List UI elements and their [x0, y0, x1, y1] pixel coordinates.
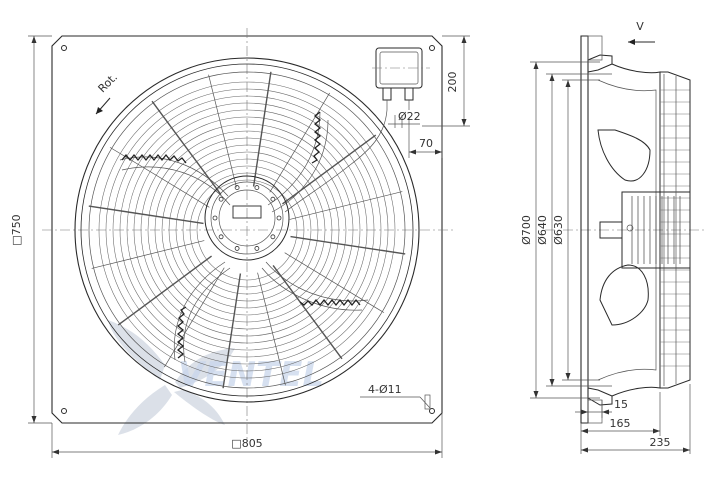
dim-cable-gland-label: Ø22 — [398, 110, 421, 123]
rotation-label: Rot. — [96, 71, 121, 96]
dim-diameter-outer-label: Ø700 — [520, 215, 533, 245]
side-mounting-plate — [580, 35, 589, 424]
terminal-box — [372, 47, 430, 110]
dim-box-height: 200 — [422, 35, 470, 127]
side-blade-lower — [599, 264, 649, 326]
blade-serrations — [121, 111, 361, 359]
motor-fins — [631, 196, 681, 264]
side-blade-upper — [597, 129, 651, 182]
corner-holes — [61, 45, 435, 414]
dim-depth-small-label: 15 — [614, 398, 628, 411]
front-view: Rot. □750 □805 200 — [10, 28, 470, 458]
motor-hub — [204, 175, 290, 261]
watermark-text: VENTEL — [178, 355, 324, 395]
inlet-nozzle — [611, 63, 661, 397]
dim-box-height-label: 200 — [446, 72, 459, 93]
motor-cable — [284, 109, 388, 213]
dim-diameter-mid: Ø640 — [536, 73, 612, 387]
dim-box-offset-label: 70 — [419, 137, 433, 150]
dim-depth-small: 15 — [575, 398, 628, 418]
rotation-indicator: Rot. — [96, 71, 121, 115]
dim-height: □750 — [10, 35, 52, 424]
dim-diameter-outer: Ø700 — [520, 61, 600, 399]
dim-depth-mid: 165 — [580, 392, 661, 436]
dim-holes: 4-Ø11 — [360, 383, 431, 410]
dim-depth-mid-label: 165 — [610, 417, 631, 430]
mounting-plate — [51, 35, 443, 424]
inlet-ring-outer — [74, 57, 420, 403]
fan-blades — [119, 111, 369, 363]
side-view: V Ø700 Ø640 Ø630 — [520, 20, 705, 454]
dim-box-offset: 70 — [408, 118, 443, 158]
guard-grill — [98, 81, 396, 379]
dim-diameter-inner-label: Ø630 — [552, 215, 565, 245]
dim-height-label: □750 — [10, 214, 23, 245]
dim-diameter-inner: Ø630 — [552, 79, 600, 381]
dim-cable-gland: Ø22 — [388, 110, 421, 128]
dim-depth-total-label: 235 — [650, 436, 671, 449]
dim-holes-label: 4-Ø11 — [368, 383, 402, 396]
dim-depth-total: 235 — [580, 384, 691, 454]
airflow-label: V — [636, 20, 644, 33]
rating-plate — [232, 205, 262, 219]
side-guard-grill — [660, 89, 690, 367]
watermark-logo: VENTEL — [108, 320, 324, 435]
dim-width: □805 — [51, 413, 443, 458]
dim-diameter-mid-label: Ø640 — [536, 215, 549, 245]
airflow-indicator: V — [628, 20, 655, 45]
dim-width-label: □805 — [231, 437, 262, 450]
